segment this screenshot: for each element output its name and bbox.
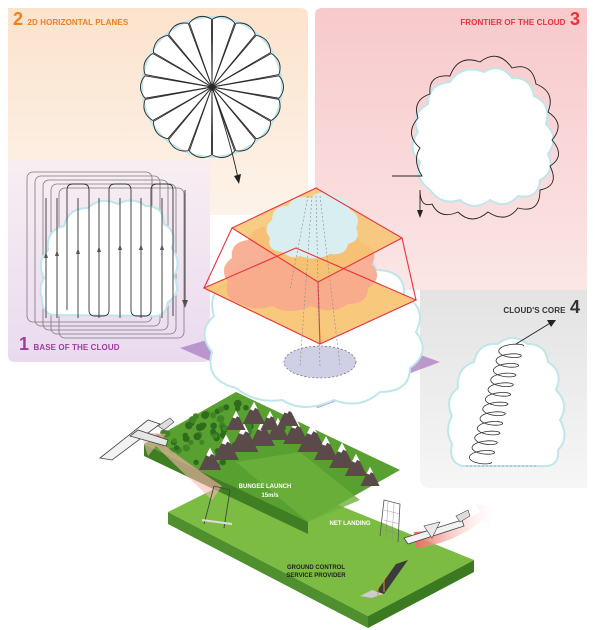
mountain <box>198 447 222 470</box>
core-helix <box>468 343 525 465</box>
tree <box>193 459 199 465</box>
glider-left <box>99 417 175 461</box>
tree <box>171 438 177 444</box>
petal-loop <box>211 15 236 88</box>
tree <box>219 432 227 439</box>
mountain <box>360 466 380 486</box>
panel-1-number: 1 <box>19 334 30 354</box>
panel-4-heading: CLOUD'S CORE 4 <box>503 297 580 318</box>
tree <box>219 458 226 466</box>
mountain <box>344 453 368 476</box>
tree <box>210 422 217 430</box>
tree <box>188 439 194 445</box>
petal-loop <box>211 86 281 122</box>
tree <box>223 404 230 411</box>
mountain-snowcap <box>337 442 347 453</box>
mountain-snowcap <box>352 453 360 463</box>
tree <box>222 425 229 432</box>
panel-1-heading: 1 BASE OF THE CLOUD <box>19 334 120 355</box>
petal-loop <box>143 52 213 88</box>
flower-pattern <box>140 15 284 184</box>
tree <box>201 411 210 419</box>
control-tent <box>360 560 408 598</box>
tree <box>199 439 205 445</box>
tree <box>173 445 180 451</box>
mountain-snowcap <box>206 447 214 457</box>
tree <box>182 444 190 452</box>
panel-2-heading: 2 2D HORIZONTAL PLANES <box>13 9 128 30</box>
mountain-snowcap <box>250 401 258 411</box>
petal-loop <box>168 22 213 88</box>
panel-1-title: BASE OF THE CLOUD <box>33 343 120 352</box>
panel-3-title: FRONTIER OF THE CLOUD <box>460 18 566 27</box>
mountain-snowcap <box>321 436 331 446</box>
panel-3-number: 3 <box>569 9 580 29</box>
panel-2-number: 2 <box>13 9 24 29</box>
mountain <box>213 434 239 460</box>
launch-arrow <box>140 432 222 500</box>
tree <box>182 435 190 443</box>
petal-loop <box>211 75 284 99</box>
petal-loop <box>211 86 236 159</box>
mountain-snowcap <box>284 405 292 414</box>
net-landing-label: NET LANDING <box>330 521 371 527</box>
petal-loop <box>211 22 256 88</box>
mountain-snowcap <box>221 434 231 445</box>
panel-4-title: CLOUD'S CORE <box>503 306 566 315</box>
petal-loop <box>143 86 213 122</box>
mountain <box>297 423 327 452</box>
mountain <box>314 436 338 460</box>
petal-loop <box>211 52 281 88</box>
petal-loop <box>211 86 256 152</box>
petal-loop <box>152 34 213 88</box>
panel-4-number: 4 <box>569 297 580 317</box>
petal-loop <box>211 86 272 140</box>
petal-loop <box>188 86 213 159</box>
service-provider-label: SERVICE PROVIDER <box>286 573 346 579</box>
bungee-launcher <box>201 485 233 529</box>
mountain <box>283 418 309 444</box>
petal-loop <box>211 34 272 88</box>
tree <box>233 399 242 408</box>
petal-loop <box>168 86 213 152</box>
core-pattern <box>447 320 566 468</box>
tree <box>243 404 249 411</box>
tree <box>198 422 206 430</box>
tree <box>185 421 193 430</box>
tree <box>216 415 225 423</box>
bungee-speed-label: 15m/s <box>261 493 279 499</box>
bungee-launch-label: BUNGEE LAUNCH <box>239 484 292 490</box>
tree <box>210 412 217 419</box>
tree <box>234 405 241 412</box>
tree <box>218 406 225 413</box>
mountain <box>329 442 355 468</box>
petal-loop <box>140 75 213 99</box>
mountain <box>277 405 299 426</box>
mountain <box>260 410 280 430</box>
base-pattern <box>26 171 188 339</box>
panel-2-title: 2D HORIZONTAL PLANES <box>27 18 129 27</box>
petal-loop <box>152 86 213 140</box>
mountain-snowcap <box>366 466 374 475</box>
tree <box>188 416 197 424</box>
mountain <box>226 410 246 430</box>
tree <box>193 432 202 441</box>
landing-net <box>379 499 401 543</box>
central-cloud-stack <box>180 187 440 408</box>
glider-right <box>403 509 471 545</box>
mountain-snowcap <box>232 410 240 419</box>
mountain <box>242 401 266 424</box>
petal-loop <box>188 15 213 88</box>
tree <box>210 428 217 435</box>
panel-3-heading: FRONTIER OF THE CLOUD 3 <box>460 9 580 30</box>
mountain-snowcap <box>266 410 274 419</box>
ground-control-label: GROUND CONTROL <box>287 565 345 571</box>
mountain-snowcap <box>306 423 318 435</box>
mountain-snowcap <box>257 420 267 431</box>
frontier-pattern <box>392 55 559 220</box>
